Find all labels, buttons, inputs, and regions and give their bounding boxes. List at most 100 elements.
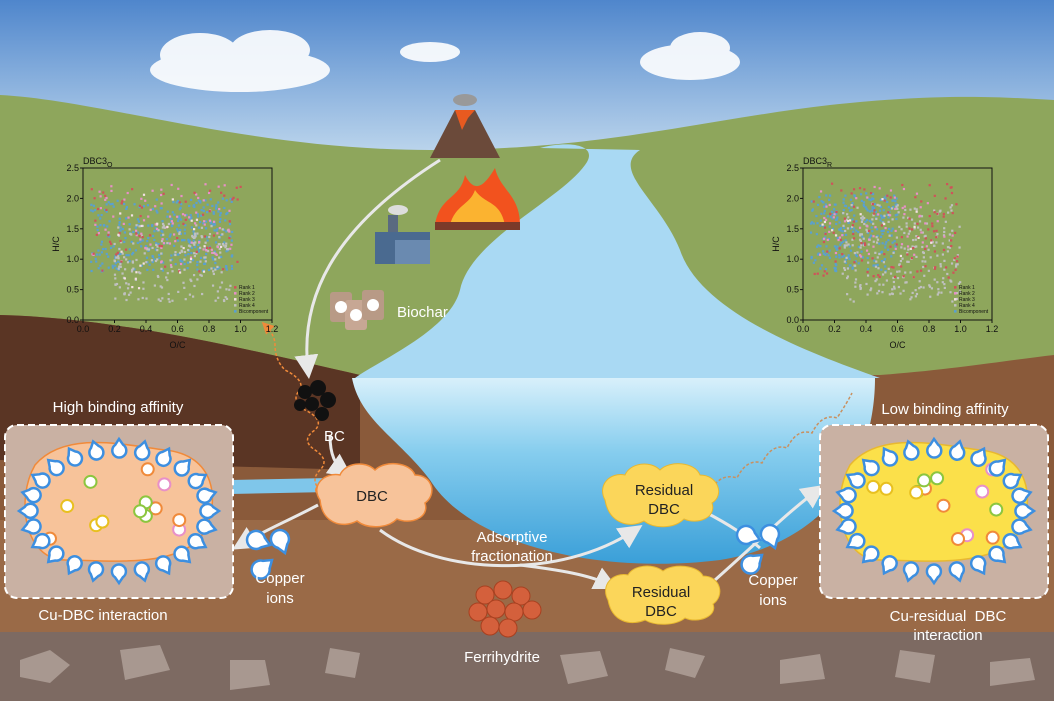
low-binding-affinity-label: Low binding affinity [881,401,1009,418]
scatter-point [859,193,863,196]
scatter-point [197,247,200,251]
copper-ion [16,502,39,520]
scatter-point [230,243,233,246]
functional-group [60,499,75,514]
plot-title: DBC3O [83,156,113,169]
scatter-point [224,296,227,299]
scatter-point [900,243,904,246]
scatter-point [861,235,864,238]
scatter-point [216,267,219,270]
y-tick-label: 0.5 [66,285,79,295]
copper-ion [970,446,987,468]
scatter-point [958,246,961,249]
y-tick-label: 0.0 [786,315,799,325]
copper-ion [1011,518,1033,535]
scatter-point [229,197,232,201]
ferrihydrite-particles [468,580,542,638]
scatter-point [832,231,835,234]
scatter-point [189,242,192,245]
scatter-point [866,256,869,260]
scatter-point [183,232,187,235]
scatter-point [880,250,884,253]
copper-ion [902,561,920,583]
functional-group [83,474,98,489]
scatter-point [886,213,889,216]
scatter-point [832,208,836,211]
scatter-point [886,248,890,251]
scatter-point [120,250,123,253]
scatter-point [186,261,190,264]
scatter-point [223,241,226,244]
scatter-point [884,226,887,230]
scatter-point [918,280,921,283]
scatter-point [869,234,873,237]
scatter-point [98,190,101,193]
scatter-point [161,261,165,264]
scatter-point [844,229,847,233]
scatter-point [116,199,119,202]
scatter-point [866,196,869,199]
scatter-point [93,209,97,212]
scatter-point [117,252,121,255]
scatter-point [821,223,824,226]
scatter-point [851,224,855,227]
scatter-point [105,203,108,206]
adsorption-arrow-top [379,525,643,568]
scatter-point [127,283,130,286]
scatter-point [864,243,867,247]
scatter-point [136,241,139,245]
scatter-point [152,268,155,271]
scatter-point [842,212,845,215]
scatter-point [195,193,198,196]
scatter-point [822,250,825,253]
scatter-point [155,243,158,247]
scatter-point [153,284,156,287]
functional-group [140,462,155,477]
scatter-point [891,218,894,221]
scatter-point [197,250,200,253]
scatter-point [120,260,123,263]
scatter-point [871,209,874,213]
scatter-point [224,219,227,222]
scatter-point [119,212,122,215]
residual-dbc-label-2: DBC [645,603,677,620]
scatter-point [836,248,839,251]
scatter-point [105,252,108,256]
scatter-point [828,225,831,228]
scatter-point [866,271,869,274]
scatter-point [858,187,862,190]
scatter-point [135,258,138,262]
scatter-point [955,297,959,301]
scatter-point [851,202,854,205]
residual-dbc-label-2: DBC [648,501,680,518]
scatter-point [210,248,213,251]
scatter-point [955,260,959,263]
scatter-point [834,267,837,270]
scatter-point [161,230,164,233]
y-tick-label: 1.0 [66,254,79,264]
copper-ion [187,472,208,490]
scatter-point [866,209,869,212]
scatter-point [906,235,909,238]
scatter-point [865,192,868,195]
scatter-point [817,244,820,247]
scatter-point [922,265,925,269]
scatter-point [866,274,870,277]
scatter-point [822,240,826,244]
scatter-point [852,188,856,191]
scatter-point [838,247,841,250]
scatter-point [914,289,917,292]
functional-group [879,481,894,496]
scatter-point [116,251,119,254]
scatter-point [174,253,177,257]
scatter-point [876,203,879,207]
copper-ion [187,533,208,550]
scatter-point [90,260,93,263]
x-tick-label: 0.2 [828,324,841,334]
scatter-point [207,191,211,195]
x-tick-label: 0.8 [203,324,216,334]
scatter-point [190,279,193,283]
scatter-point [119,226,122,229]
scatter-point [194,245,197,249]
scatter-point [832,216,835,219]
